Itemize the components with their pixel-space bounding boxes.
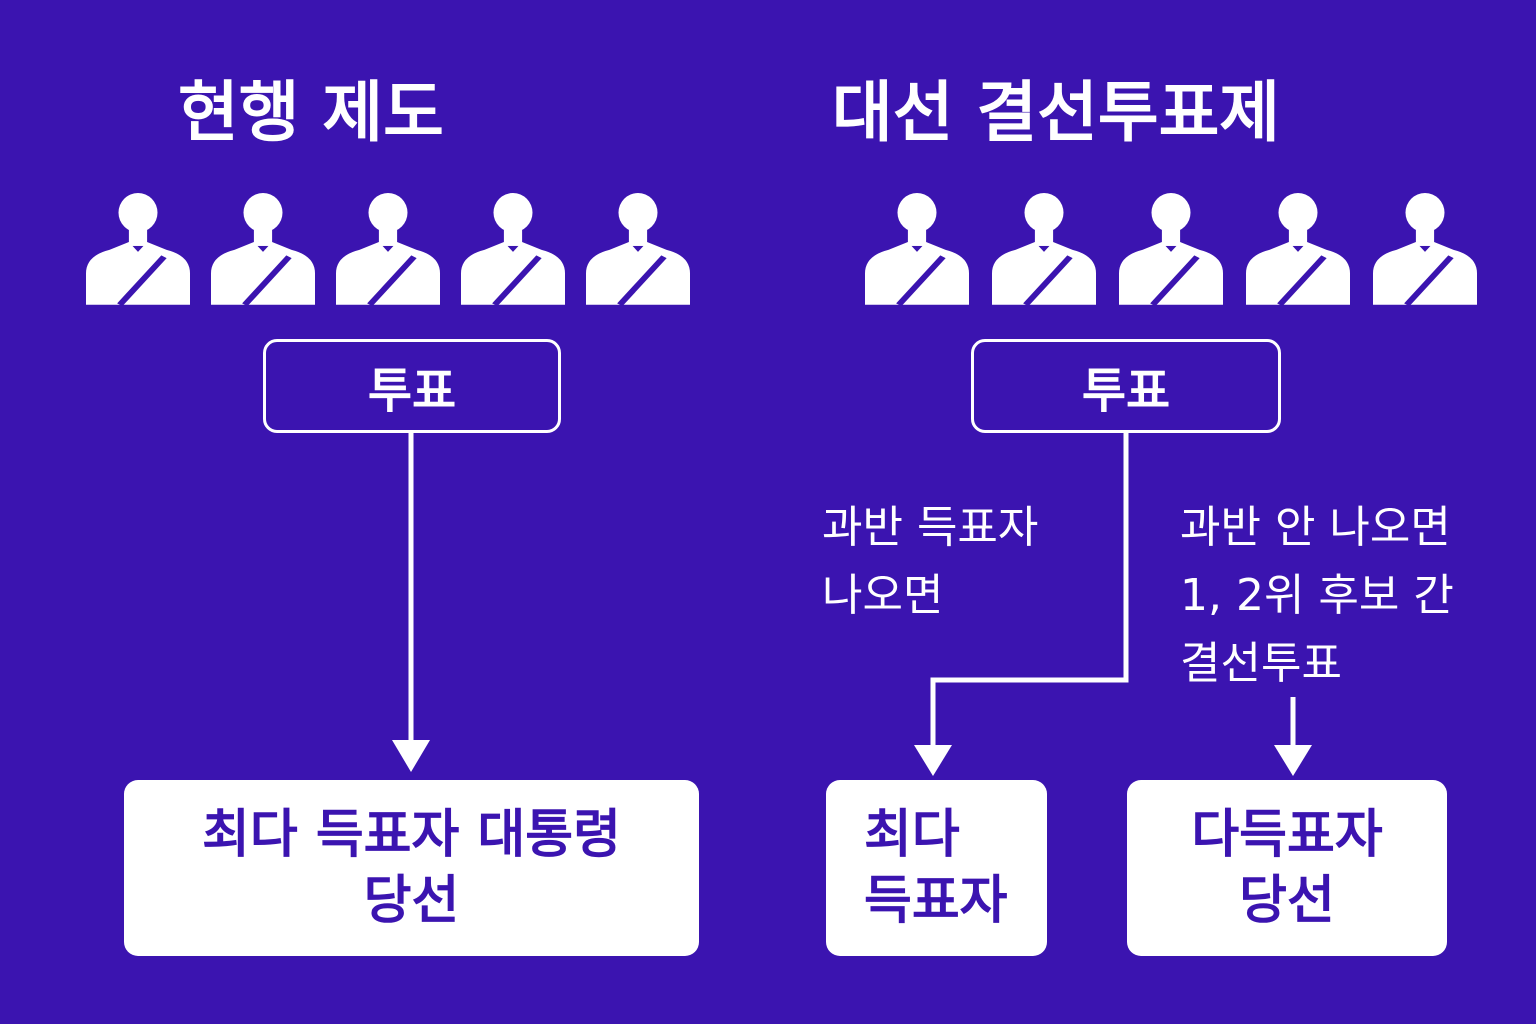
result-box-runoff: 다득표자 당선 <box>1127 780 1447 956</box>
person-icon <box>211 193 315 305</box>
voter-group-left <box>86 193 690 305</box>
current-system-title: 현행 제도 <box>178 74 444 151</box>
vote-box-left: 투표 <box>263 339 561 433</box>
result-line: 당선 <box>363 871 460 931</box>
person-icon <box>1373 193 1477 305</box>
person-icon <box>992 193 1096 305</box>
result-line: 최다 <box>864 805 960 865</box>
person-icon <box>461 193 565 305</box>
branch-label-majority: 과반 득표자 나오면 <box>822 494 1038 630</box>
result-line: 다득표자 <box>1191 805 1383 865</box>
person-icon <box>586 193 690 305</box>
voter-group-right <box>865 193 1477 305</box>
branch-label-no-majority: 과반 안 나오면 1, 2위 후보 간 결선투표 <box>1180 494 1454 698</box>
person-icon <box>1119 193 1223 305</box>
person-icon <box>336 193 440 305</box>
result-line: 최다 득표자 대통령 <box>202 805 621 865</box>
flow-line-majority <box>930 433 1129 750</box>
result-line: 당선 <box>1239 871 1335 931</box>
arrow-head-no-majority <box>1274 745 1312 776</box>
arrow-head-left <box>392 740 430 772</box>
result-box-majority: 최다 득표자 <box>826 780 1047 956</box>
branch-label-line: 과반 득표자 <box>822 502 1039 553</box>
branch-label-line: 나오면 <box>822 570 944 621</box>
result-line: 득표자 <box>864 871 1008 931</box>
vote-label: 투표 <box>1081 363 1171 419</box>
person-icon <box>86 193 190 305</box>
person-icon <box>865 193 969 305</box>
result-box-current: 최다 득표자 대통령 당선 <box>124 780 699 956</box>
branch-label-line: 1, 2위 후보 간 <box>1180 570 1454 621</box>
runoff-system-title: 대선 결선투표제 <box>832 74 1281 151</box>
branch-label-line: 과반 안 나오면 <box>1180 502 1451 553</box>
arrow-head-majority <box>914 745 952 776</box>
vote-label: 투표 <box>367 363 457 419</box>
vote-box-right: 투표 <box>971 339 1281 433</box>
person-icon <box>1246 193 1350 305</box>
branch-label-line: 결선투표 <box>1180 638 1342 689</box>
